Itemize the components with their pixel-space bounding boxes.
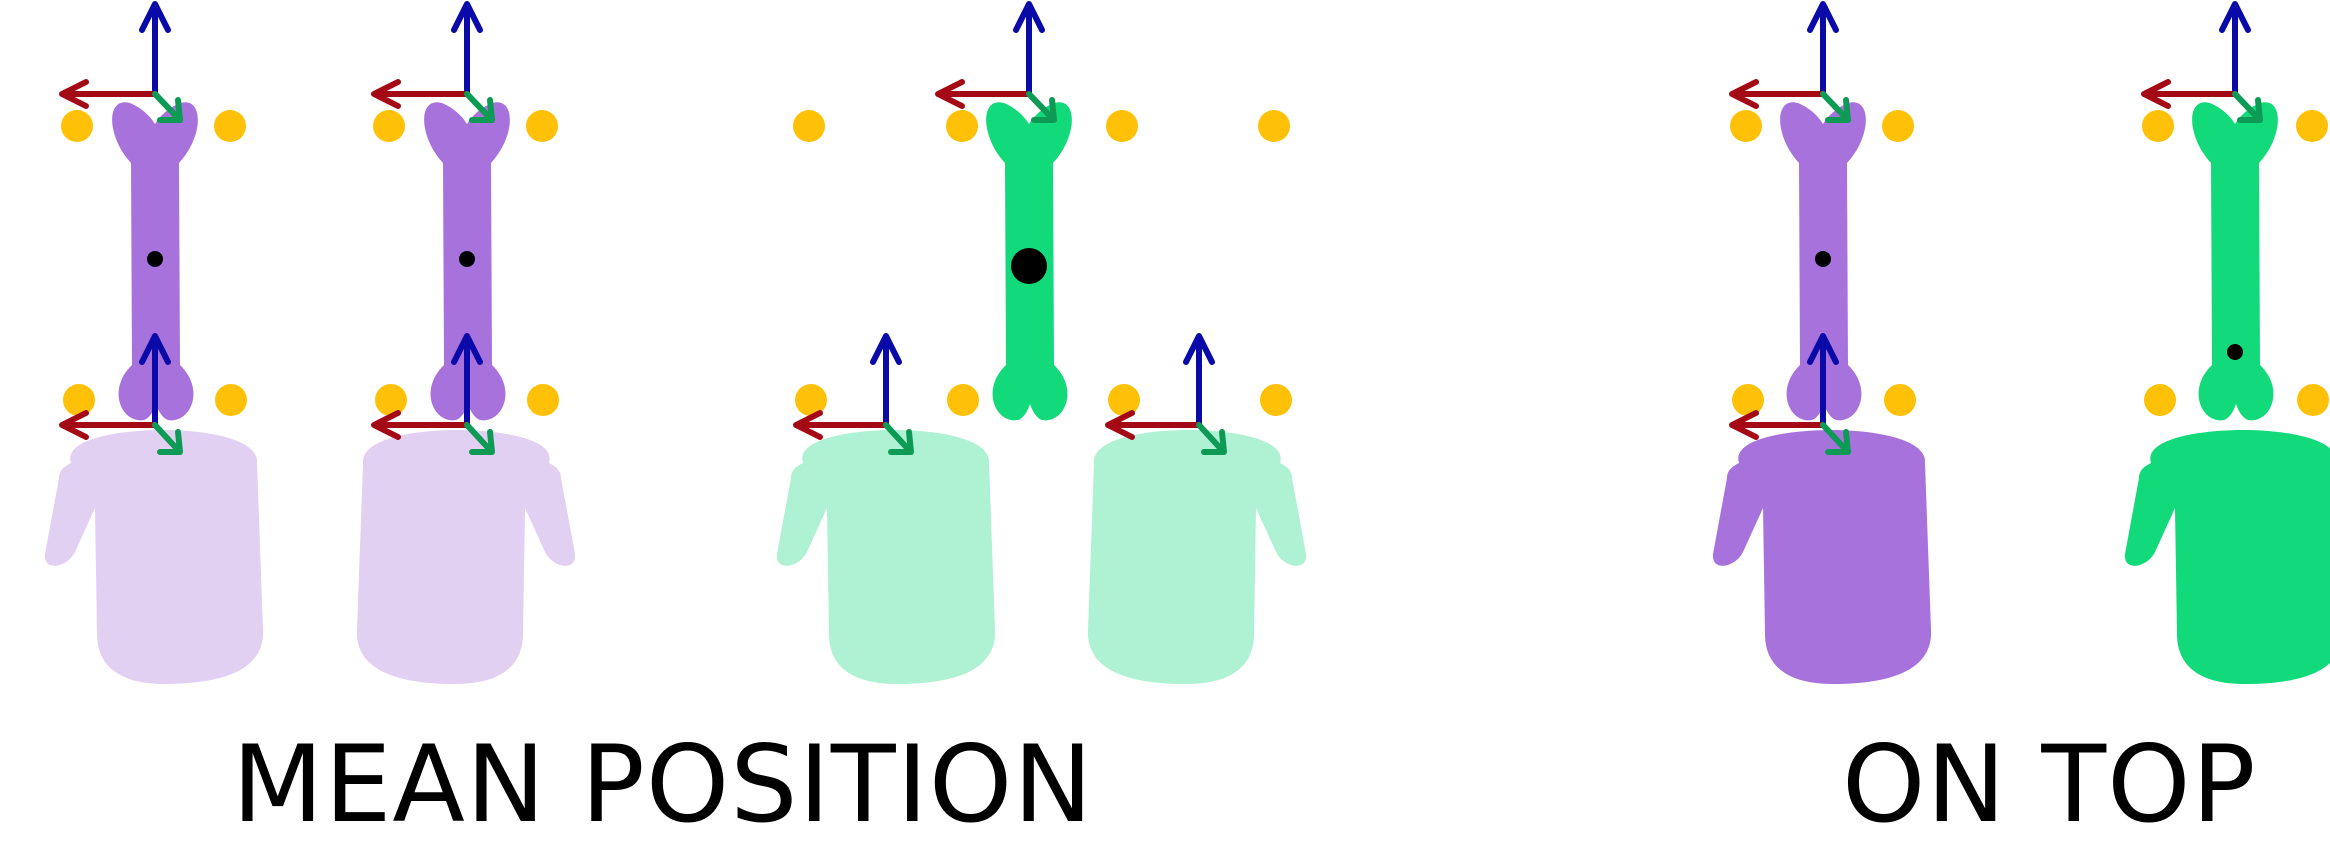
joint-dot bbox=[61, 110, 93, 142]
axis-triad-bottom bbox=[1729, 333, 1851, 455]
bone-green bbox=[2192, 102, 2278, 421]
body-purple bbox=[1712, 430, 1932, 684]
body-green bbox=[2124, 430, 2330, 684]
body-faded-purple bbox=[356, 430, 576, 684]
joint-dot bbox=[527, 384, 559, 416]
joint-dot bbox=[373, 110, 405, 142]
figure-mean-3 bbox=[776, 1, 1307, 684]
caption-on-top: ON TOP bbox=[1842, 723, 2257, 846]
joint-dot bbox=[1260, 384, 1292, 416]
axis-triad-bottom bbox=[59, 333, 183, 455]
joint-dot bbox=[1732, 384, 1764, 416]
joint-dot bbox=[375, 384, 407, 416]
axis-triad-top bbox=[2141, 1, 2263, 123]
joint-dot bbox=[214, 110, 246, 142]
joint-dot bbox=[2142, 110, 2174, 142]
joint-dot bbox=[2297, 384, 2329, 416]
axis-triad-top bbox=[59, 1, 183, 123]
joint-dot bbox=[1258, 110, 1290, 142]
center-dot bbox=[147, 251, 163, 267]
joint-dot bbox=[793, 110, 825, 142]
joint-dot bbox=[795, 384, 827, 416]
body-faded-green bbox=[1087, 430, 1307, 684]
joint-dot bbox=[2296, 110, 2328, 142]
joint-dot bbox=[215, 384, 247, 416]
joint-dot bbox=[947, 384, 979, 416]
axis-triad-top bbox=[935, 1, 1057, 123]
body-faded-purple bbox=[44, 430, 264, 684]
caption-mean-position: MEAN POSITION bbox=[232, 723, 1094, 846]
joint-dot bbox=[526, 110, 558, 142]
figure-on-top-2 bbox=[2124, 1, 2330, 684]
axis-triad-lower-right bbox=[1105, 333, 1227, 455]
axis-triad-lower-left bbox=[793, 333, 914, 455]
figure-mean-2 bbox=[356, 1, 576, 684]
center-dot bbox=[2227, 344, 2243, 360]
center-dot bbox=[459, 251, 475, 267]
axis-triad-top bbox=[1729, 1, 1851, 123]
joint-dot bbox=[1730, 110, 1762, 142]
axis-triad-top bbox=[371, 1, 495, 123]
figure-mean-1 bbox=[44, 1, 264, 684]
joint-dot bbox=[1106, 110, 1138, 142]
body-faded-green bbox=[776, 430, 996, 684]
joint-dot bbox=[1108, 384, 1140, 416]
center-dot-large bbox=[1011, 248, 1047, 284]
joint-dot bbox=[1884, 384, 1916, 416]
joint-dot bbox=[63, 384, 95, 416]
joint-dot bbox=[946, 110, 978, 142]
joint-dot bbox=[1882, 110, 1914, 142]
axis-triad-bottom bbox=[371, 333, 495, 455]
joint-dot bbox=[2144, 384, 2176, 416]
figure-on-top-1 bbox=[1712, 1, 1932, 684]
center-dot bbox=[1815, 251, 1831, 267]
